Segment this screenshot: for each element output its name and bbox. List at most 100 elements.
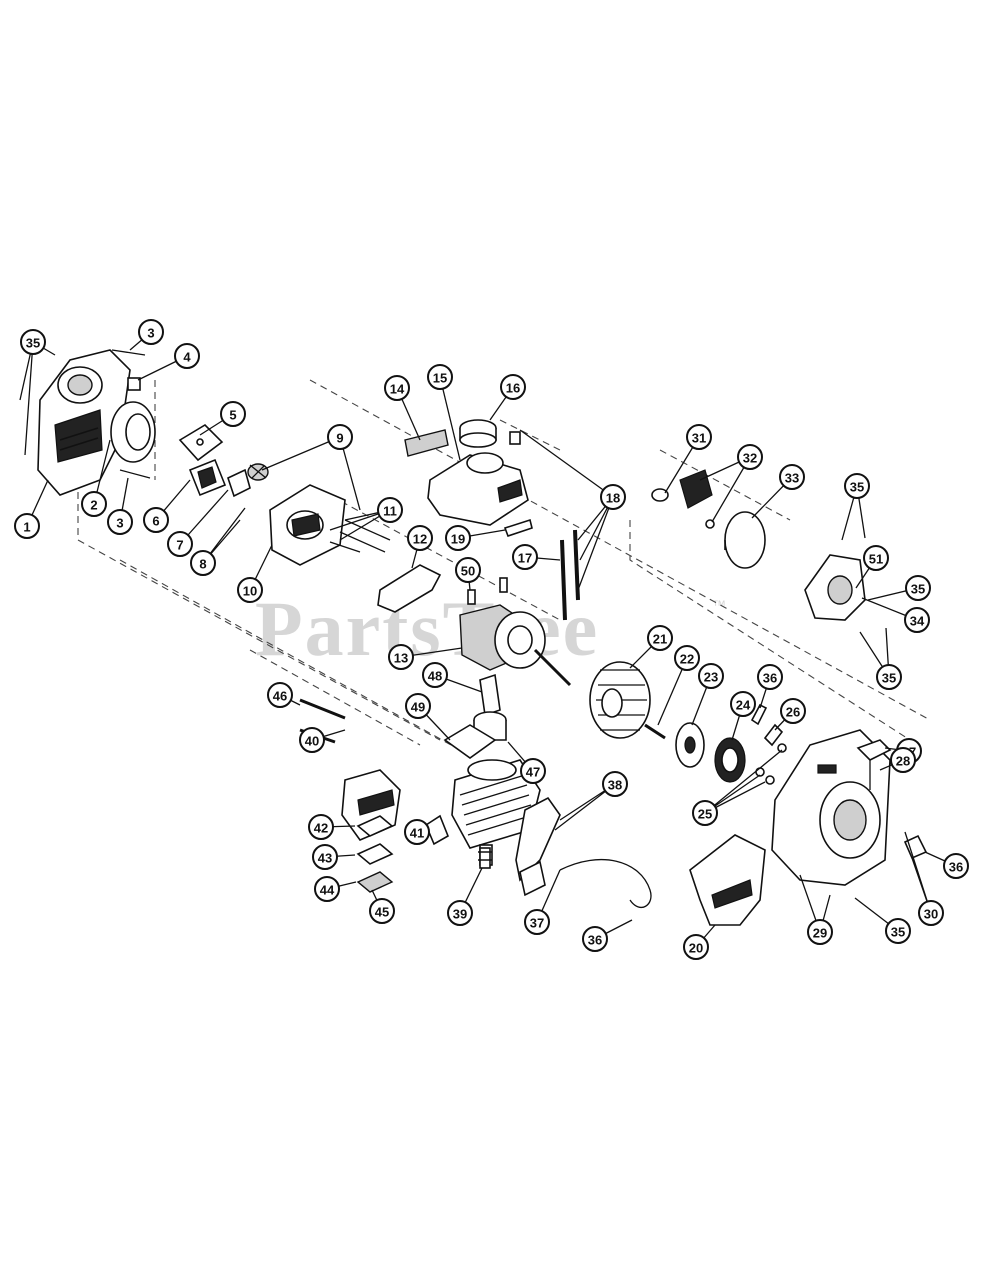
- callout-circle: [683, 934, 709, 960]
- part-callout: 8: [190, 550, 216, 576]
- callout-circle: [780, 698, 806, 724]
- callout-circle: [904, 607, 930, 633]
- callout-circle: [863, 545, 889, 571]
- callout-label: 35: [911, 582, 925, 597]
- spacer-ring-part: [110, 401, 156, 463]
- callout-label: 1: [23, 520, 30, 535]
- carburetor-part: [178, 423, 251, 498]
- spark-plug-part: [478, 847, 492, 869]
- part-callout: 3: [107, 509, 133, 535]
- callout-label: 32: [743, 451, 757, 466]
- part-callout: 30: [918, 900, 944, 926]
- part-callout: 29: [807, 919, 833, 945]
- callout-circle: [174, 343, 200, 369]
- callout-circle: [388, 644, 414, 670]
- callout-label: 23: [704, 670, 718, 685]
- part-callout: 26: [780, 698, 806, 724]
- callout-label: 7: [176, 538, 183, 553]
- watermark-trademark: ™: [712, 597, 726, 613]
- part-callout: 33: [779, 464, 805, 490]
- callout-label: 43: [318, 851, 332, 866]
- lever-part-36: [750, 703, 768, 726]
- part-callout: 31: [686, 424, 712, 450]
- callout-circle: [384, 375, 410, 401]
- callout-circle: [447, 900, 473, 926]
- fuel-cap-part: [459, 419, 497, 448]
- callout-label: 8: [199, 557, 206, 572]
- callout-circle: [327, 424, 353, 450]
- callout-group: 3534123567891011121415161819175013313233…: [14, 319, 969, 960]
- callout-label: 35: [26, 336, 40, 351]
- callout-label: 48: [428, 669, 442, 684]
- callout-circle: [876, 664, 902, 690]
- part-callout: 39: [447, 900, 473, 926]
- callout-circle: [308, 814, 334, 840]
- callout-label: 35: [850, 480, 864, 495]
- fuel-tank-part: [427, 452, 529, 526]
- part-callout: 48: [422, 662, 448, 688]
- part-callout: 9: [327, 424, 353, 450]
- callout-label: 5: [229, 408, 236, 423]
- callout-label: 4: [183, 350, 191, 365]
- callout-circle: [500, 374, 526, 400]
- callout-circle: [404, 819, 430, 845]
- part-callout: 45: [369, 898, 395, 924]
- clamp-part: [503, 518, 533, 538]
- part-callout: 21: [647, 625, 673, 651]
- callout-label: 47: [526, 765, 540, 780]
- part-callout: 46: [267, 682, 293, 708]
- part-callout: 35: [20, 329, 46, 355]
- ignition-module-part: [515, 796, 561, 897]
- part-callout: 6: [143, 507, 169, 533]
- callout-circle: [314, 876, 340, 902]
- callout-circle: [143, 507, 169, 533]
- callout-label: 6: [152, 514, 159, 529]
- callout-circle: [237, 577, 263, 603]
- part-callout: 13: [388, 644, 414, 670]
- part-callout: 12: [407, 525, 433, 551]
- callout-label: 34: [910, 614, 925, 629]
- callout-label: 49: [411, 700, 425, 715]
- callout-label: 33: [785, 471, 799, 486]
- callout-circle: [647, 625, 673, 651]
- callout-label: 28: [896, 754, 910, 769]
- callout-circle: [512, 544, 538, 570]
- callout-circle: [427, 364, 453, 390]
- filter-part: [404, 429, 449, 457]
- housing-cover-part: [37, 349, 131, 496]
- callout-circle: [737, 444, 763, 470]
- callout-label: 26: [786, 705, 800, 720]
- callout-label: 22: [680, 652, 694, 667]
- clip-part-36: [903, 834, 928, 860]
- callout-label: 20: [689, 941, 703, 956]
- part-callout: 1: [14, 513, 40, 539]
- callout-circle: [698, 663, 724, 689]
- callout-label: 41: [410, 826, 424, 841]
- callout-label: 14: [390, 382, 405, 397]
- callout-circle: [220, 401, 246, 427]
- callout-label: 21: [653, 632, 667, 647]
- callout-label: 42: [314, 821, 328, 836]
- callout-label: 12: [413, 532, 427, 547]
- part-callout: 36: [943, 853, 969, 879]
- callout-circle: [190, 550, 216, 576]
- part-callout: 17: [512, 544, 538, 570]
- callout-label: 35: [882, 671, 896, 686]
- part-callout: 40: [299, 727, 325, 753]
- part-callout: 37: [524, 909, 550, 935]
- part-callout: 22: [674, 645, 700, 671]
- part-callout: 10: [237, 577, 263, 603]
- callout-circle: [730, 691, 756, 717]
- part-callout: 38: [602, 771, 628, 797]
- part-callout: 5: [220, 401, 246, 427]
- starter-handle-part: [856, 739, 892, 790]
- callout-label: 2: [90, 498, 97, 513]
- part-callout: 35: [876, 664, 902, 690]
- callout-label: 46: [273, 689, 287, 704]
- callout-circle: [422, 662, 448, 688]
- callout-circle: [445, 525, 471, 551]
- callout-circle: [686, 424, 712, 450]
- callout-circle: [674, 645, 700, 671]
- bolt-part: [467, 577, 508, 605]
- part-callout: 25: [692, 800, 718, 826]
